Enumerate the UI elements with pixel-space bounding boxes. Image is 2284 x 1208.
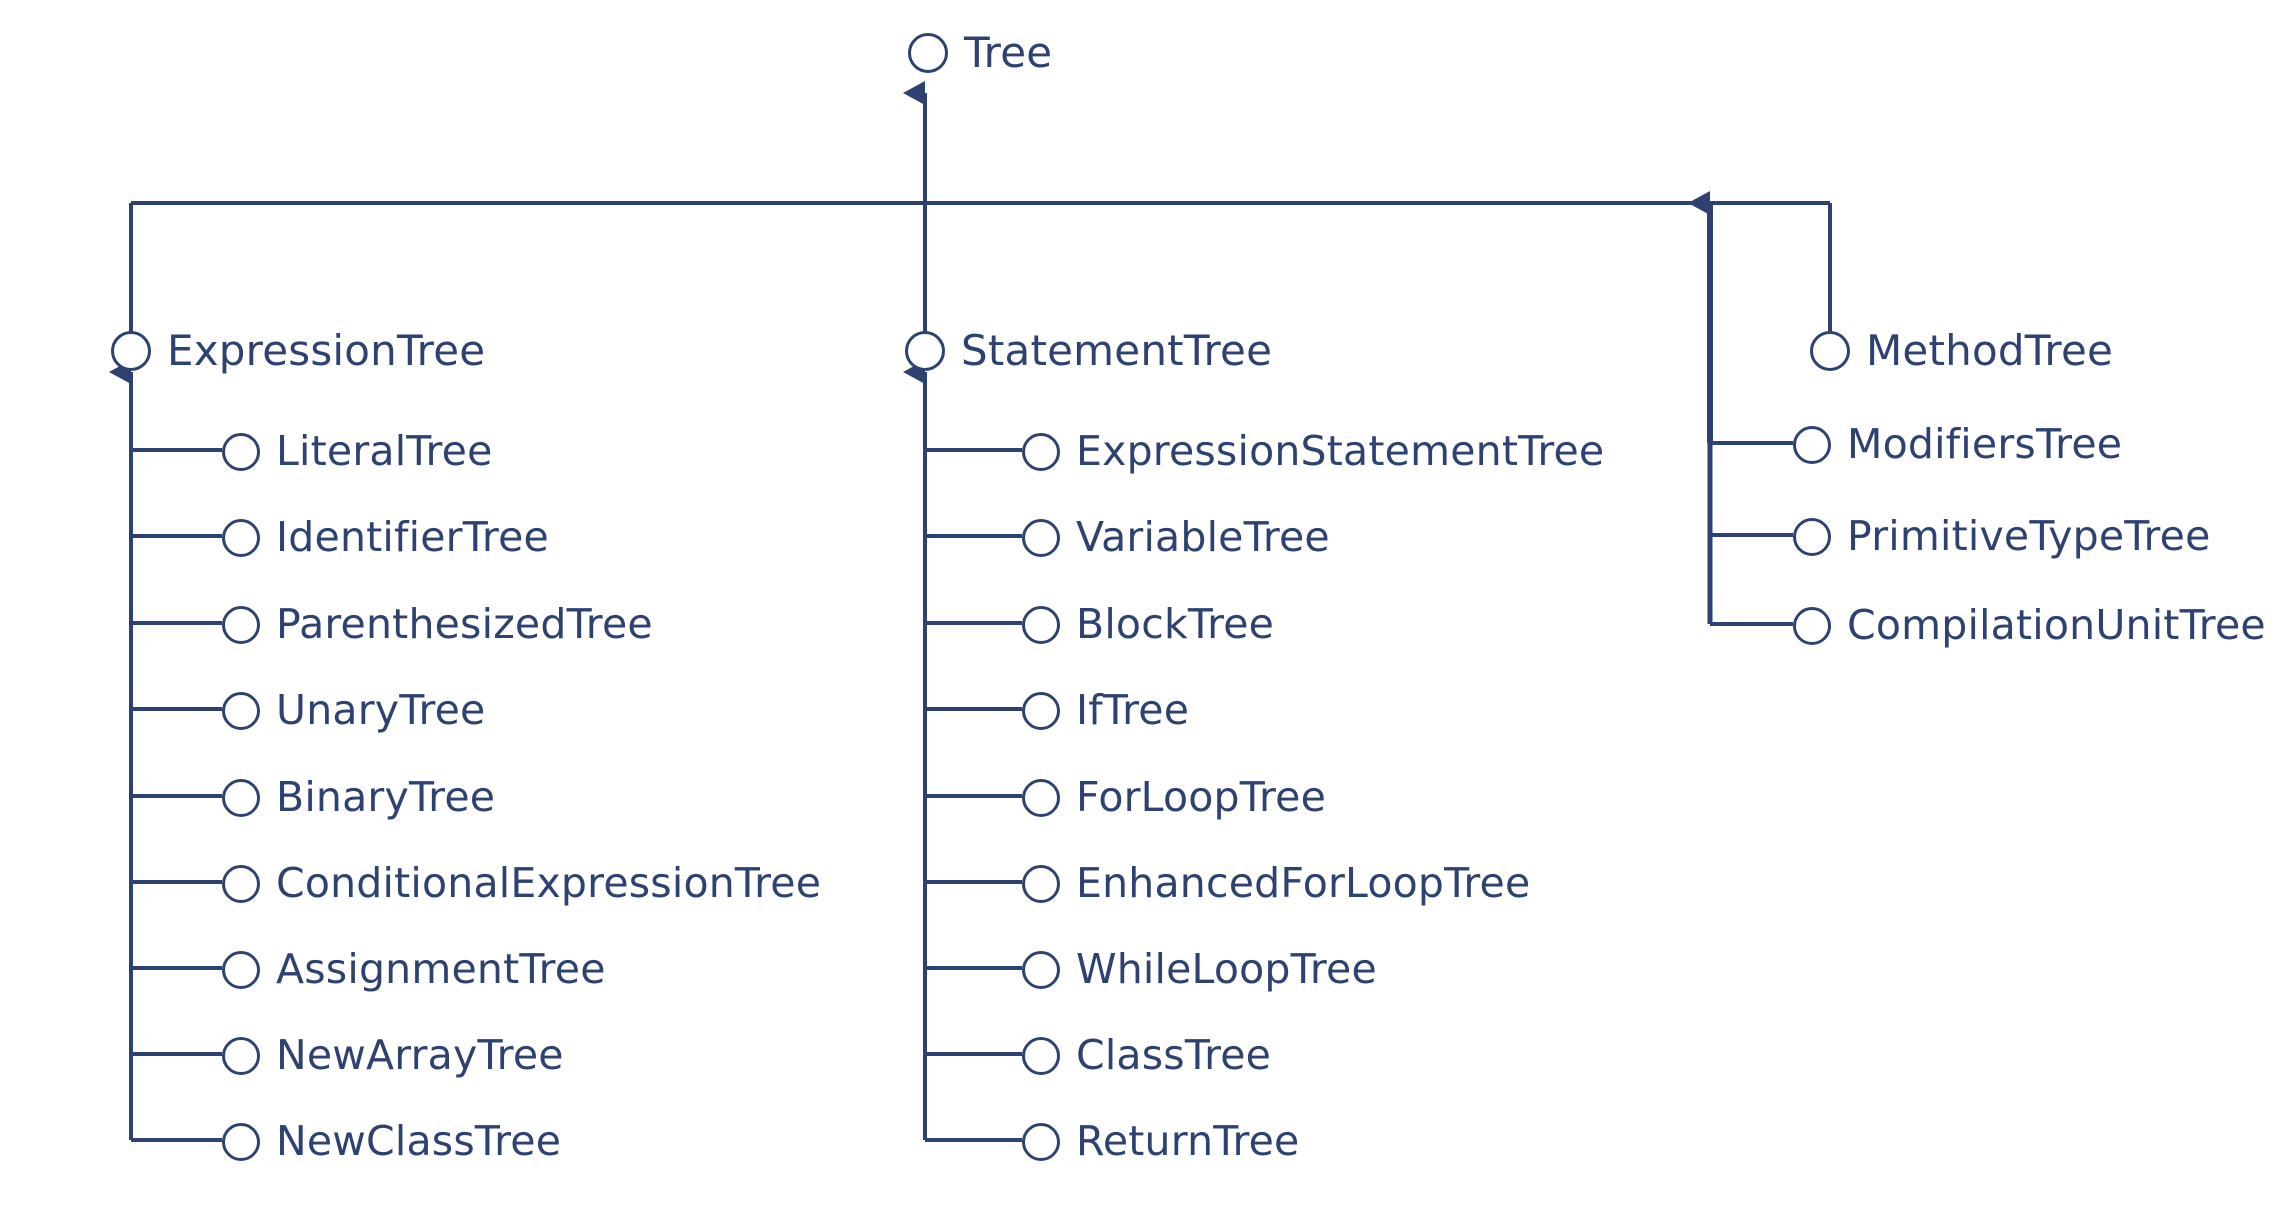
interface-lollipop-icon [222, 778, 260, 817]
node-label: ParenthesizedTree [276, 600, 653, 648]
node-literaltree[interactable]: LiteralTree [222, 431, 493, 472]
node-whilelooptree[interactable]: WhileLoopTree [1022, 949, 1377, 990]
node-expressionstatementtree[interactable]: ExpressionStatementTree [1022, 431, 1604, 472]
node-label: NewClassTree [276, 1117, 562, 1165]
node-label: BinaryTree [276, 773, 496, 821]
node-newclasstree[interactable]: NewClassTree [222, 1121, 561, 1162]
interface-lollipop-icon [1022, 432, 1060, 471]
node-label: BlockTree [1076, 600, 1275, 648]
node-enhancedforlooptree[interactable]: EnhancedForLoopTree [1022, 863, 1530, 904]
node-binarytree[interactable]: BinaryTree [222, 777, 495, 818]
node-returntree[interactable]: ReturnTree [1022, 1121, 1299, 1162]
node-label: ExpressionStatementTree [1076, 427, 1605, 475]
interface-lollipop-icon [1793, 425, 1831, 464]
node-methodtree[interactable]: MethodTree [1810, 330, 2113, 372]
node-modifierstree[interactable]: ModifiersTree [1793, 424, 2122, 465]
interface-lollipop-icon [1022, 605, 1060, 644]
node-label: StatementTree [961, 326, 1273, 375]
node-label: MethodTree [1866, 326, 2114, 375]
interface-lollipop-icon [1022, 518, 1060, 557]
node-label: ExpressionTree [167, 326, 486, 375]
node-label: ClassTree [1076, 1031, 1272, 1079]
interface-lollipop-icon [222, 950, 260, 989]
node-unarytree[interactable]: UnaryTree [222, 690, 485, 731]
node-label: NewArrayTree [276, 1031, 564, 1079]
interface-lollipop-icon [222, 518, 260, 557]
node-assignmenttree[interactable]: AssignmentTree [222, 949, 606, 990]
node-label: WhileLoopTree [1076, 945, 1377, 993]
node-blocktree[interactable]: BlockTree [1022, 604, 1274, 645]
node-identifiertree[interactable]: IdentifierTree [222, 517, 549, 558]
interface-lollipop-icon [222, 1036, 260, 1075]
interface-lollipop-icon [222, 605, 260, 644]
interface-lollipop-icon [222, 691, 260, 730]
node-label: PrimitiveTypeTree [1847, 512, 2211, 560]
interface-lollipop-icon [1022, 778, 1060, 817]
interface-lollipop-icon [1022, 691, 1060, 730]
node-iftree[interactable]: IfTree [1022, 690, 1189, 731]
node-newarraytree[interactable]: NewArrayTree [222, 1035, 564, 1076]
node-parenthesizedtree[interactable]: ParenthesizedTree [222, 604, 653, 645]
node-label: CompilationUnitTree [1847, 601, 2266, 649]
node-label: IdentifierTree [276, 513, 549, 561]
interface-lollipop-icon [1022, 1122, 1060, 1161]
node-label: Tree [964, 28, 1053, 77]
node-statementtree[interactable]: StatementTree [905, 330, 1272, 372]
node-label: VariableTree [1076, 513, 1330, 561]
node-tree[interactable]: Tree [908, 32, 1052, 74]
interface-lollipop-icon [222, 432, 260, 471]
node-conditionalexpressiontree[interactable]: ConditionalExpressionTree [222, 863, 821, 904]
interface-lollipop-icon [222, 864, 260, 903]
node-label: ConditionalExpressionTree [276, 859, 822, 907]
node-label: UnaryTree [276, 686, 486, 734]
node-label: EnhancedForLoopTree [1076, 859, 1531, 907]
node-label: AssignmentTree [276, 945, 606, 993]
node-forlooptree[interactable]: ForLoopTree [1022, 777, 1326, 818]
interface-lollipop-icon [908, 33, 948, 73]
node-label: IfTree [1076, 686, 1190, 734]
interface-lollipop-icon [111, 331, 151, 371]
node-label: ReturnTree [1076, 1117, 1300, 1165]
node-compilationunittree[interactable]: CompilationUnitTree [1793, 605, 2266, 646]
interface-lollipop-icon [1022, 864, 1060, 903]
node-variabletree[interactable]: VariableTree [1022, 517, 1330, 558]
interface-lollipop-icon [1022, 1036, 1060, 1075]
interface-lollipop-icon [1022, 950, 1060, 989]
node-classtree[interactable]: ClassTree [1022, 1035, 1271, 1076]
node-label: ModifiersTree [1847, 420, 2123, 468]
node-expressiontree[interactable]: ExpressionTree [111, 330, 485, 372]
node-label: ForLoopTree [1076, 773, 1327, 821]
interface-lollipop-icon [1793, 606, 1831, 645]
node-label: LiteralTree [276, 427, 493, 475]
interface-lollipop-icon [1810, 331, 1850, 371]
interface-lollipop-icon [1793, 517, 1831, 556]
node-primitivetypetree[interactable]: PrimitiveTypeTree [1793, 516, 2211, 557]
interface-lollipop-icon [905, 331, 945, 371]
interface-lollipop-icon [222, 1122, 260, 1161]
